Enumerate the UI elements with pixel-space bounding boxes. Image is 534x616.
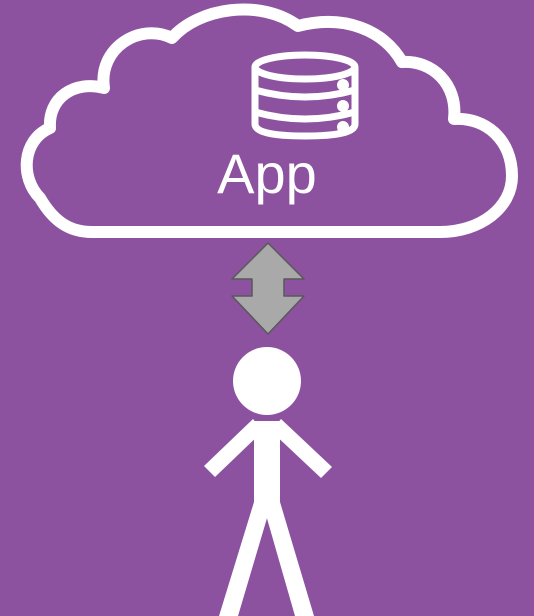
app-label: App <box>217 142 317 205</box>
stick-figure-left-arm <box>204 419 263 477</box>
stick-figure-right-arm <box>271 419 332 478</box>
database-icon <box>251 51 359 140</box>
database-band-1 <box>254 86 356 101</box>
database-body <box>251 67 359 140</box>
stick-figure-head <box>233 347 301 415</box>
database-light-2 <box>337 100 349 112</box>
stick-figure-torso <box>254 421 280 507</box>
database-band-2 <box>254 108 356 123</box>
stick-figure-icon <box>204 347 332 616</box>
database-light-3 <box>337 121 349 133</box>
cloud-icon <box>20 3 518 238</box>
double-arrow-icon <box>231 242 305 335</box>
database-light-1 <box>337 79 349 91</box>
stick-figure-right-leg <box>264 502 314 616</box>
stick-figure-left-leg <box>219 502 270 616</box>
